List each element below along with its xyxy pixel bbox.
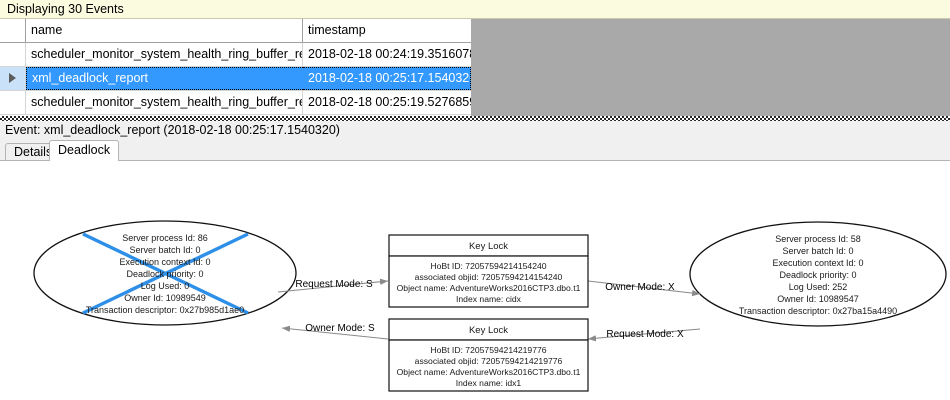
graph-edges: Request Mode: S Owner Mode: S Owner Mode… [277, 278, 701, 342]
column-header-name[interactable]: name [26, 19, 303, 42]
winner-line-5: Owner Id: 10989547 [777, 294, 859, 304]
resource-1-title: Key Lock [469, 325, 508, 336]
edge-label-request-mode-x: Request Mode: X [606, 329, 684, 340]
grid-header-selector [0, 19, 26, 42]
events-banner: Displaying 30 Events [0, 0, 950, 19]
edge-label-request-mode-s: Request Mode: S [295, 279, 373, 290]
winner-line-4: Log Used: 252 [789, 282, 848, 292]
winner-line-2: Execution context Id: 0 [772, 258, 863, 268]
row-selector[interactable] [0, 43, 26, 66]
edge-owner-mode-s-line [281, 325, 389, 340]
resource-0-line-2: Object name: AdventureWorks2016CTP3.dbo.… [397, 283, 581, 293]
winner-line-0: Server process Id: 58 [775, 234, 861, 244]
tab-panel-deadlock: Server process Id: 86 Server batch Id: 0… [0, 160, 950, 400]
victim-line-1: Server batch Id: 0 [129, 245, 200, 255]
resource-0-line-0: HoBt ID: 72057594214154240 [430, 261, 546, 271]
horizontal-splitter[interactable] [0, 116, 950, 121]
victim-line-2: Execution context Id: 0 [119, 257, 210, 267]
victim-line-3: Deadlock priority: 0 [126, 269, 203, 279]
row-selector[interactable] [0, 91, 26, 114]
table-row-selected[interactable]: xml_deadlock_report 2018-02-18 00:25:17.… [0, 67, 471, 91]
resource-1-body-box [388, 339, 589, 392]
victim-line-5: Owner Id: 10989549 [124, 293, 206, 303]
tab-deadlock[interactable]: Deadlock [49, 140, 120, 161]
events-grid-area: name timestamp scheduler_monitor_system_… [0, 19, 950, 116]
victim-line-6: Transaction descriptor: 0x27b985d1ae0 [86, 305, 244, 315]
resource-node-key-lock-idx1[interactable]: Key Lock HoBt ID: 72057594214219776 asso… [388, 318, 589, 392]
winner-process-ellipse[interactable] [689, 221, 947, 327]
victim-line-4: Log Used: 0 [141, 281, 190, 291]
tab-details[interactable]: Details [5, 143, 62, 161]
winner-line-1: Server batch Id: 0 [782, 246, 853, 256]
cell-timestamp[interactable]: 2018-02-18 00:25:17.1540320 [303, 67, 471, 90]
winner-process-node[interactable]: Server process Id: 58 Server batch Id: 0… [689, 221, 947, 327]
resource-1-line-2: Object name: AdventureWorks2016CTP3.dbo.… [397, 367, 581, 377]
deadlock-graph-canvas[interactable]: Server process Id: 86 Server batch Id: 0… [0, 161, 950, 400]
edge-request-mode-s-line [277, 278, 389, 293]
resource-0-title: Key Lock [469, 241, 508, 252]
victim-process-node[interactable]: Server process Id: 86 Server batch Id: 0… [33, 220, 297, 326]
column-header-timestamp[interactable]: timestamp [308, 23, 366, 37]
cell-name[interactable]: scheduler_monitor_system_health_ring_buf… [26, 91, 303, 114]
winner-line-3: Deadlock priority: 0 [779, 270, 856, 280]
row-selector[interactable] [0, 67, 26, 90]
cell-name[interactable]: xml_deadlock_report [26, 67, 303, 90]
winner-line-6: Transaction descriptor: 0x27ba15a4490 [739, 306, 897, 316]
victim-cross-line-b [82, 232, 249, 315]
table-row[interactable]: scheduler_monitor_system_health_ring_buf… [0, 43, 471, 67]
resource-1-line-3: Index name: idx1 [456, 378, 522, 388]
edge-label-owner-mode-s: Owner Mode: S [305, 323, 375, 334]
current-row-pointer-icon [9, 73, 16, 83]
edge-owner-mode-x-line [587, 280, 701, 297]
resource-0-line-1: associated objid: 72057594214154240 [415, 272, 563, 282]
resource-1-line-0: HoBt ID: 72057594214219776 [430, 345, 546, 355]
cell-name[interactable]: scheduler_monitor_system_health_ring_buf… [26, 43, 303, 66]
resource-0-body-box [388, 255, 589, 308]
tabstrip: Details Deadlock [0, 140, 950, 161]
cell-timestamp[interactable]: 2018-02-18 00:25:19.5276859 [308, 95, 471, 109]
events-grid[interactable]: name timestamp scheduler_monitor_system_… [0, 19, 471, 116]
victim-line-0: Server process Id: 86 [122, 233, 208, 243]
resource-0-line-3: Index name: cidx [456, 294, 522, 304]
edge-request-mode-x-line [587, 328, 701, 342]
table-row[interactable]: scheduler_monitor_system_health_ring_buf… [0, 91, 471, 115]
cell-timestamp[interactable]: 2018-02-18 00:24:19.3516078 [308, 47, 471, 61]
resource-node-key-lock-cidx[interactable]: Key Lock HoBt ID: 72057594214154240 asso… [388, 234, 589, 308]
grid-header-row: name timestamp [0, 19, 471, 43]
event-header-label: Event: xml_deadlock_report (2018-02-18 0… [5, 123, 340, 137]
resource-1-line-1: associated objid: 72057594214219776 [415, 356, 563, 366]
events-banner-text: Displaying 30 Events [7, 2, 124, 16]
event-header-bar: Event: xml_deadlock_report (2018-02-18 0… [0, 121, 950, 140]
edge-label-owner-mode-x: Owner Mode: X [605, 282, 675, 293]
